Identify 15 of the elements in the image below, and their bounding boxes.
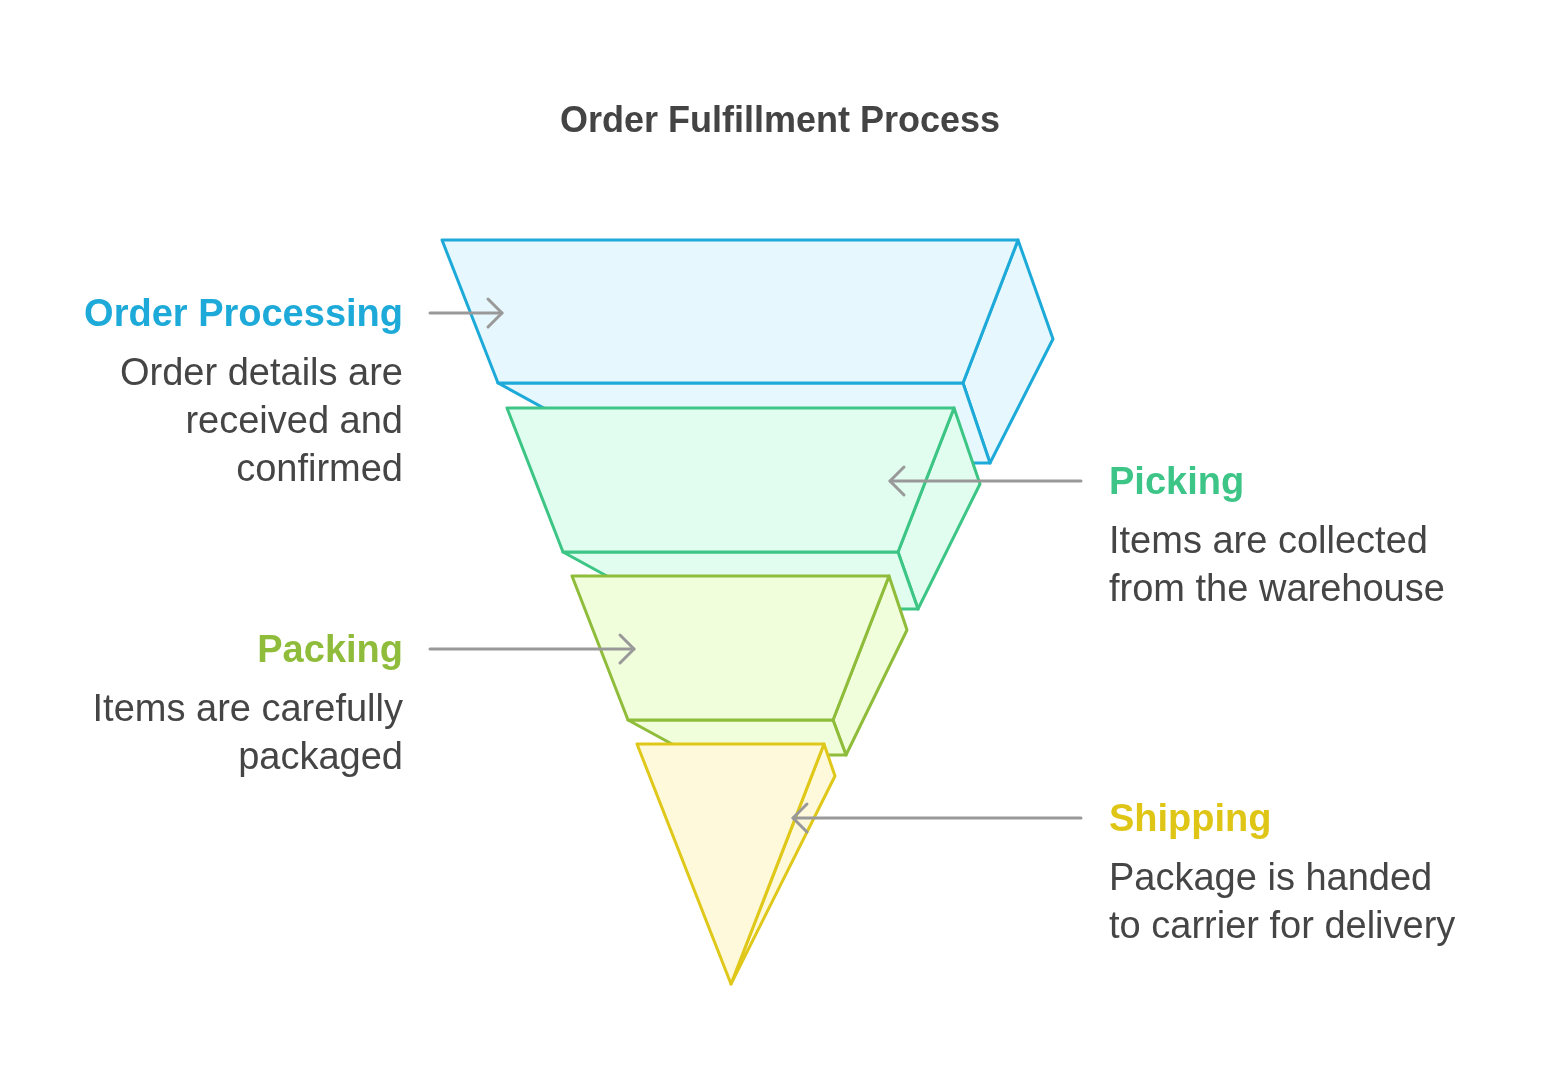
step-description: Items are collected from the warehouse bbox=[1109, 518, 1446, 611]
step-heading: Order Processing bbox=[83, 291, 403, 336]
arrow bbox=[428, 633, 636, 665]
arrow bbox=[888, 465, 1083, 497]
step-heading: Packing bbox=[256, 627, 403, 672]
step-description: Package is handed to carrier for delivery bbox=[1109, 855, 1457, 948]
step-description: Items are carefully packaged bbox=[91, 686, 403, 779]
step-heading: Picking bbox=[1109, 459, 1246, 504]
funnel-tip bbox=[634, 741, 838, 987]
arrow bbox=[791, 802, 1083, 834]
step-description: Order details are received and confirmed bbox=[119, 350, 403, 491]
funnel-segment bbox=[569, 573, 910, 758]
arrow bbox=[428, 297, 504, 329]
diagram-title: Order Fulfillment Process bbox=[559, 99, 1001, 140]
step-heading: Shipping bbox=[1109, 796, 1273, 841]
